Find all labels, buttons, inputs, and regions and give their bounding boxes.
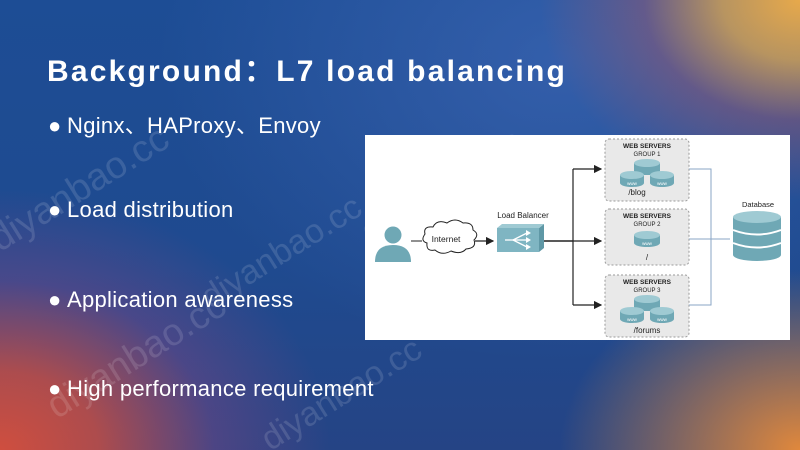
diagram-svg: Internet Load Balancer WEB SERVERS GROUP… <box>375 138 782 338</box>
bullet-text: Application awareness <box>67 287 294 312</box>
group-title: WEB SERVERS <box>623 279 672 286</box>
group-path: /forums <box>634 326 661 335</box>
bullet-item: ●Nginx、HAProxy、Envoy <box>48 108 321 140</box>
server-disk-label: www <box>627 181 637 186</box>
bullet-dot: ● <box>48 197 62 222</box>
server-disk-icon: www <box>620 171 644 187</box>
database-label: Database <box>742 200 774 209</box>
bullet-item: ●Application awareness <box>48 287 293 313</box>
load-balancer-label: Load Balancer <box>497 211 549 220</box>
db-links <box>689 168 730 306</box>
database-icon <box>732 211 782 261</box>
web-server-group-1: WEB SERVERS GROUP 1 www www /blog <box>604 138 690 202</box>
group-path: /blog <box>628 188 645 197</box>
bullet-item: ●High performance requirement <box>48 376 374 402</box>
group-subtitle: GROUP 2 <box>634 222 662 228</box>
web-server-group-3: WEB SERVERS GROUP 3 www www /forums <box>604 274 690 338</box>
load-balancer-diagram: Internet Load Balancer WEB SERVERS GROUP… <box>365 135 790 340</box>
bullet-text: High performance requirement <box>67 376 374 401</box>
server-disk-label: www <box>627 317 637 322</box>
load-balancer-icon <box>497 224 544 252</box>
server-disk-icon: www <box>620 307 644 323</box>
server-disk-icon: www <box>650 307 674 323</box>
web-server-group-2: WEB SERVERS GROUP 2 www / <box>604 208 690 266</box>
bullet-text: Nginx、HAProxy、Envoy <box>67 113 321 138</box>
internet-label: Internet <box>432 234 461 244</box>
bullet-text: Load distribution <box>67 197 234 222</box>
server-disk-icon: www <box>650 171 674 187</box>
server-disk-label: www <box>642 241 652 246</box>
slide-title: Background：L7 load balancing <box>47 55 567 88</box>
server-disk-label: www <box>657 181 667 186</box>
server-disk-label: www <box>657 317 667 322</box>
bullet-item: ●Load distribution <box>48 197 234 223</box>
user-icon <box>375 226 411 262</box>
server-disk-icon: www <box>634 231 660 247</box>
group-title: WEB SERVERS <box>623 213 672 220</box>
bullet-dot: ● <box>48 287 62 312</box>
group-path: / <box>646 253 649 262</box>
bullet-dot: ● <box>48 113 62 138</box>
internet-cloud-icon: Internet <box>422 219 478 254</box>
group-title: WEB SERVERS <box>623 143 672 150</box>
group-subtitle: GROUP 1 <box>634 152 662 158</box>
bullet-dot: ● <box>48 376 62 401</box>
group-subtitle: GROUP 3 <box>634 288 662 294</box>
